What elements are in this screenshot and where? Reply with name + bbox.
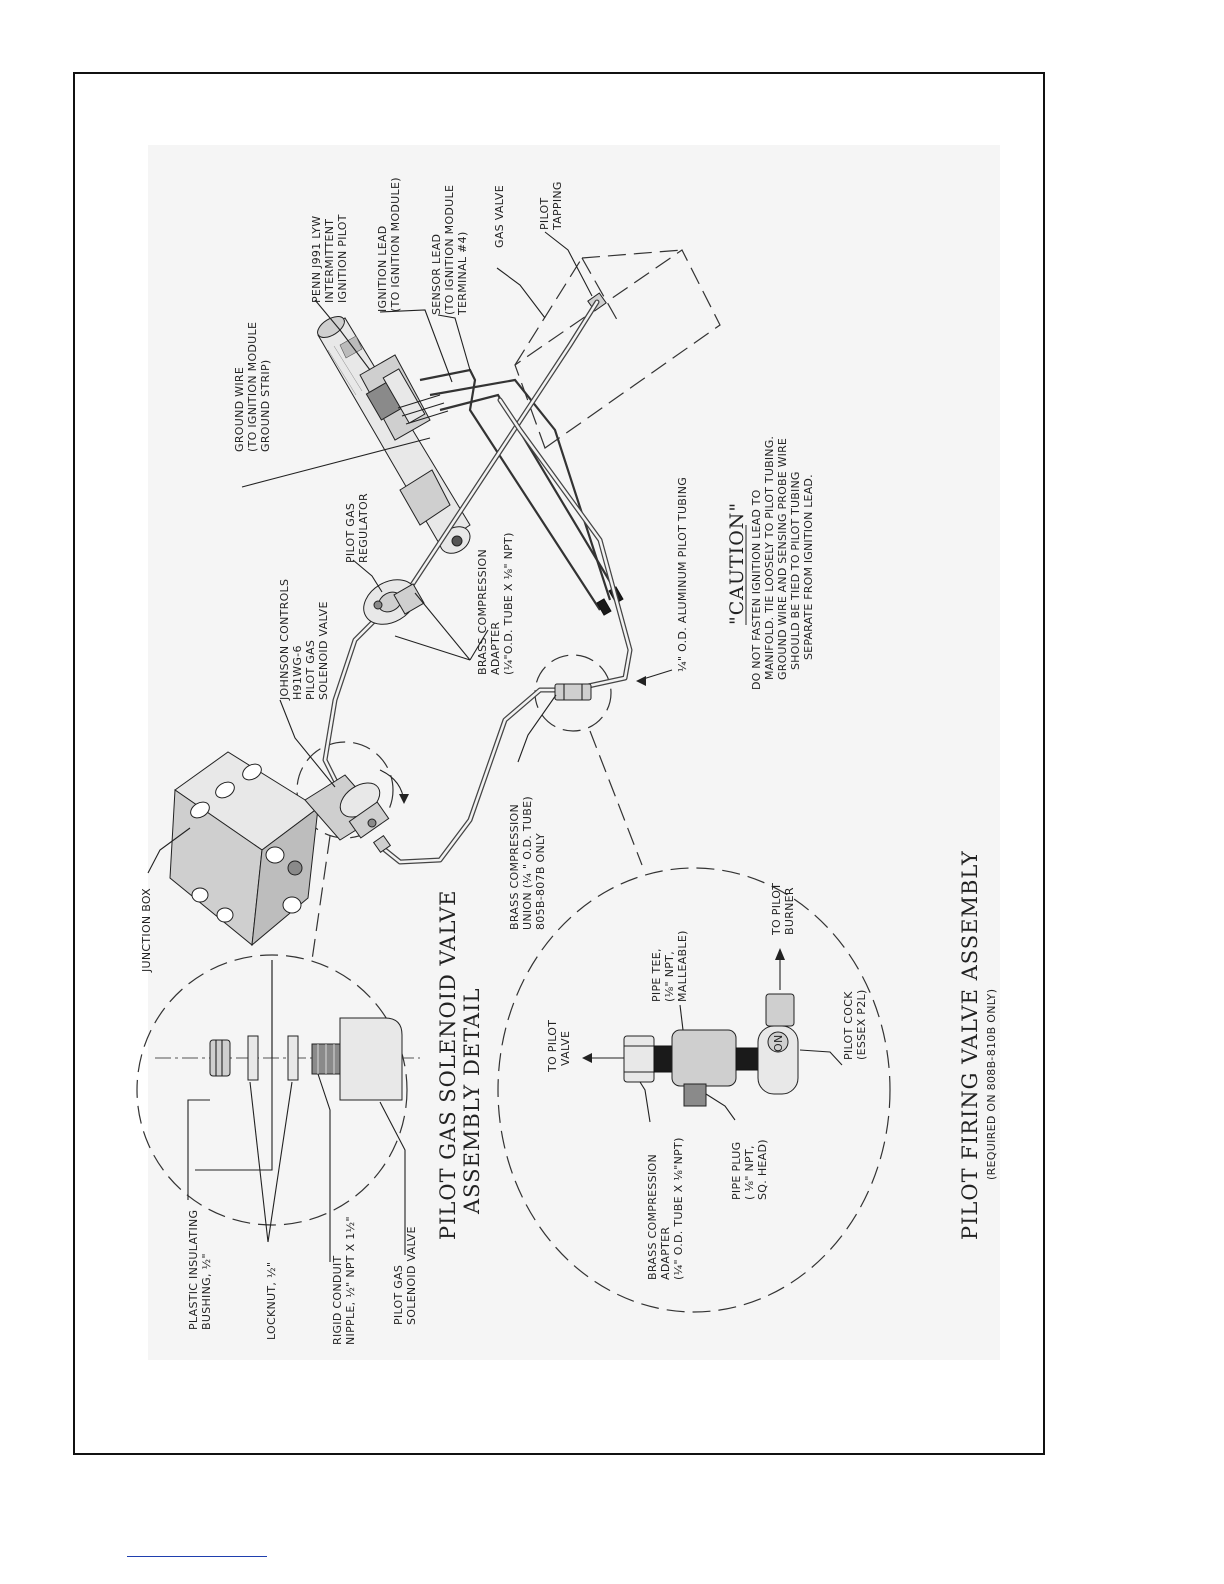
locknut-label: LOCKNUT, ½" (265, 1262, 278, 1340)
pipe-tee-label: PIPE TEE, (⅛" NPT, MALLEABLE) (650, 930, 689, 1002)
drawing-border (73, 72, 1045, 1455)
solenoid-valve-detail-label: PILOT GAS SOLENOID VALVE (392, 1226, 418, 1325)
junction-box (169, 751, 319, 947)
brass-compression-union (554, 683, 592, 701)
caution-body: DO NOT FASTEN IGNITION LEAD TO MANIFOLD.… (750, 432, 815, 690)
firing-valve-title: PILOT FIRING VALVE ASSEMBLY (958, 850, 982, 1240)
sensor-lead-label: SENSOR LEAD (TO IGNITION MODULE TERMINAL… (430, 181, 469, 316)
caution-heading: "CAUTION" (726, 502, 748, 625)
solenoid-callout-leader (311, 835, 331, 961)
rigid-conduit-label: RIGID CONDUIT NIPPLE, ½" NPT X 1½" (331, 1216, 357, 1345)
penn-pilot-label: PENN J991 LYW INTERMITTENT IGNITION PILO… (310, 212, 349, 303)
firing-valve-detail-circle (497, 867, 891, 1313)
brass-union-label: BRASS COMPRESSION UNION (¼ " O.D. TUBE) … (508, 792, 547, 930)
solenoid-detail-circle (136, 954, 408, 1226)
firing-valve-note: (REQUIRED ON 808B-810B ONLY) (985, 989, 998, 1180)
pipe-plug-label: PIPE PLUG ( ⅛" NPT, SQ. HEAD) (730, 1138, 769, 1200)
ground-wire-label: GROUND WIRE (TO IGNITION MODULE GROUND S… (233, 318, 272, 452)
solenoid-callout-circle (296, 741, 394, 839)
leader-lines (147, 231, 843, 1262)
pilot-tapping-label: PILOT TAPPING (538, 181, 564, 231)
pilot-gas-solenoid-valve (304, 774, 392, 854)
pilot-gas-regulator-label: PILOT GAS REGULATOR (344, 493, 370, 563)
pilot-cock-on-marking: ON (772, 1035, 785, 1053)
brass-adapter-bottom-label: BRASS COMPRESSION ADAPTER (¼" O.D. TUBE … (646, 1137, 685, 1280)
junction-box-label: JUNCTION BOX (140, 888, 153, 973)
gas-valve-label: GAS VALVE (493, 185, 506, 248)
solenoid-flow-arrowhead (399, 794, 409, 804)
solenoid-exploded-detail (155, 960, 420, 1101)
pilot-cock-label: PILOT COCK (ESSEX P2L) (842, 987, 868, 1060)
aluminum-tubing-label: ¼" O.D. ALUMINUM PILOT TUBING (676, 477, 689, 672)
brass-adapter-top-label: BRASS COMPRESSION ADAPTER (¼"O.D. TUBE X… (476, 532, 515, 675)
solenoid-detail-title: PILOT GAS SOLENOID VALVE ASSEMBLY DETAIL (436, 882, 484, 1240)
ignition-lead-label: IGNITION LEAD (TO IGNITION MODULE) (376, 177, 402, 312)
pilot-gas-regulator (363, 579, 425, 625)
plastic-bushing-label: PLASTIC INSULATING BUSHING, ½" (187, 1206, 213, 1330)
footer-rule (127, 1556, 267, 1557)
drawing-panel (148, 145, 1000, 1360)
johnson-controls-label: JOHNSON CONTROLS H91WG-6 PILOT GAS SOLEN… (278, 575, 330, 701)
firing-valve-exploded-detail (582, 948, 799, 1107)
union-callout-leader (589, 730, 643, 866)
to-pilot-burner-label: TO PILOT BURNER (770, 879, 796, 936)
to-pilot-valve-label: TO PILOT VALVE (546, 1016, 572, 1073)
intermittent-ignition-pilot (359, 354, 449, 441)
